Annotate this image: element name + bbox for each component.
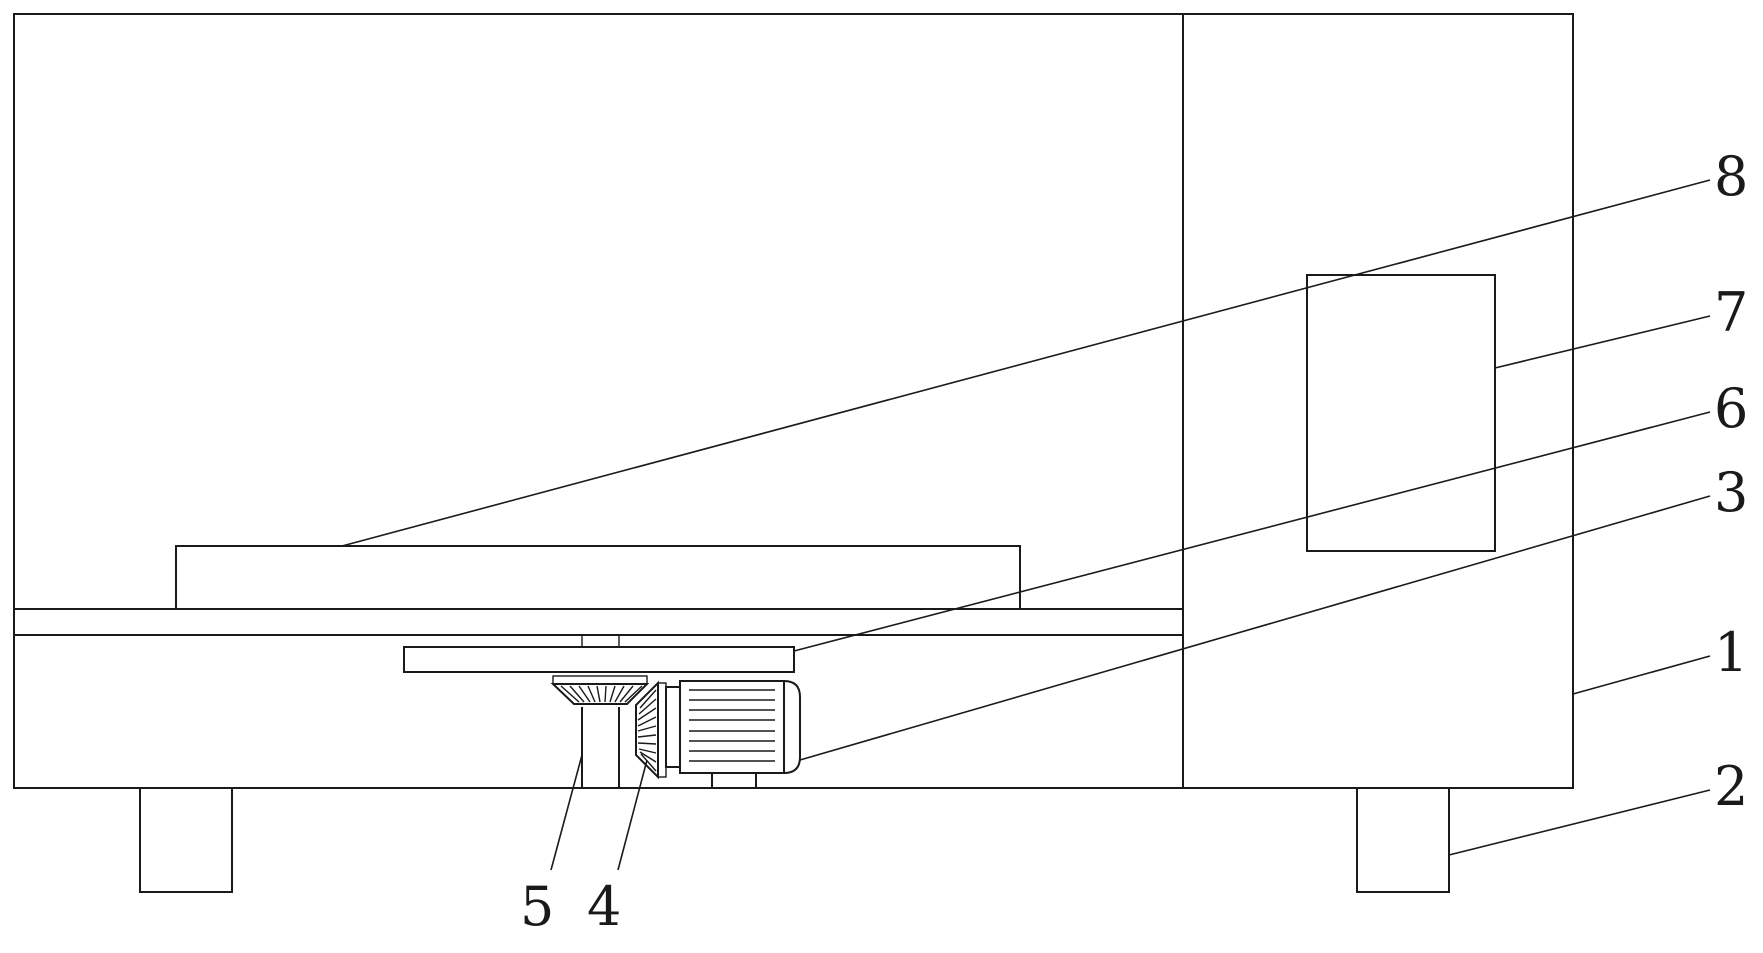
callout-5: 5 [520,875,554,938]
callout-7: 7 [1714,281,1748,344]
callout-6: 6 [1714,377,1748,440]
leader-4 [617,759,648,871]
callout-3: 3 [1714,461,1748,524]
leader-8 [341,179,1711,547]
foot-right [1356,787,1450,893]
leader-6 [793,411,1711,652]
leader-7 [1494,315,1711,369]
leader-1 [1572,655,1711,695]
leader-3 [799,495,1711,761]
callout-labels: 8 7 6 3 1 2 5 4 [520,145,1748,938]
leader-5 [550,754,583,871]
horizontal-bevel-gear [550,675,650,705]
callout-2: 2 [1714,755,1748,818]
motor [665,680,801,789]
cabinet-body [13,13,1574,789]
platform [175,545,1021,610]
vertical-bevel-gear [635,680,667,780]
control-box [1306,274,1496,552]
turntable-plate [403,646,795,673]
callout-4: 4 [587,875,621,938]
callout-8: 8 [1714,145,1748,208]
foot-left [139,787,233,893]
callout-1: 1 [1714,621,1748,684]
gear-pedestal [581,707,620,788]
leader-lines [341,179,1711,871]
leader-2 [1448,789,1711,856]
